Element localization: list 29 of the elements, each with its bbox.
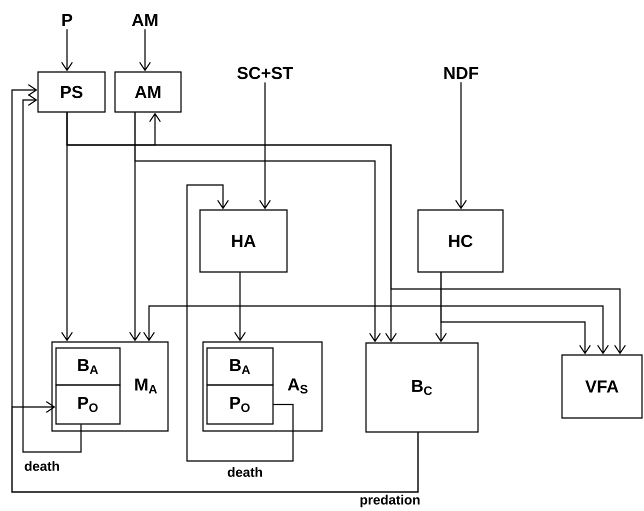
input-label: NDF [444, 67, 478, 79]
arrow [234, 272, 246, 342]
input-label: AM [132, 14, 158, 26]
process-box: HA [199, 209, 288, 273]
arrow [440, 272, 591, 354]
arrow [22, 94, 82, 453]
arrow [139, 29, 151, 72]
edge-label: death [22, 460, 62, 472]
process-box: PS [37, 71, 106, 113]
process-box: HC [417, 209, 504, 273]
process-box: B$_{C}$ [365, 342, 479, 433]
compartment-cell: P$_{O}$ [55, 384, 121, 425]
compartment-cell: B$_{A}$ [55, 347, 121, 386]
arrow [455, 82, 467, 210]
arrow [134, 112, 381, 342]
arrow [61, 29, 73, 72]
arrow [259, 82, 271, 210]
edge-label: predation [358, 493, 422, 509]
process-box: AM [114, 71, 182, 113]
arrow [66, 112, 626, 354]
edge-label: death [226, 466, 264, 478]
input-label: P [62, 14, 72, 26]
input-label: SC+ST [237, 66, 293, 80]
compartment-cell: P$_{O}$ [206, 384, 274, 425]
arrow [11, 401, 419, 493]
compartment-cell: B$_{A}$ [206, 347, 274, 386]
process-box: VFA [561, 354, 643, 419]
arrow [186, 184, 294, 462]
arrow [143, 305, 609, 354]
